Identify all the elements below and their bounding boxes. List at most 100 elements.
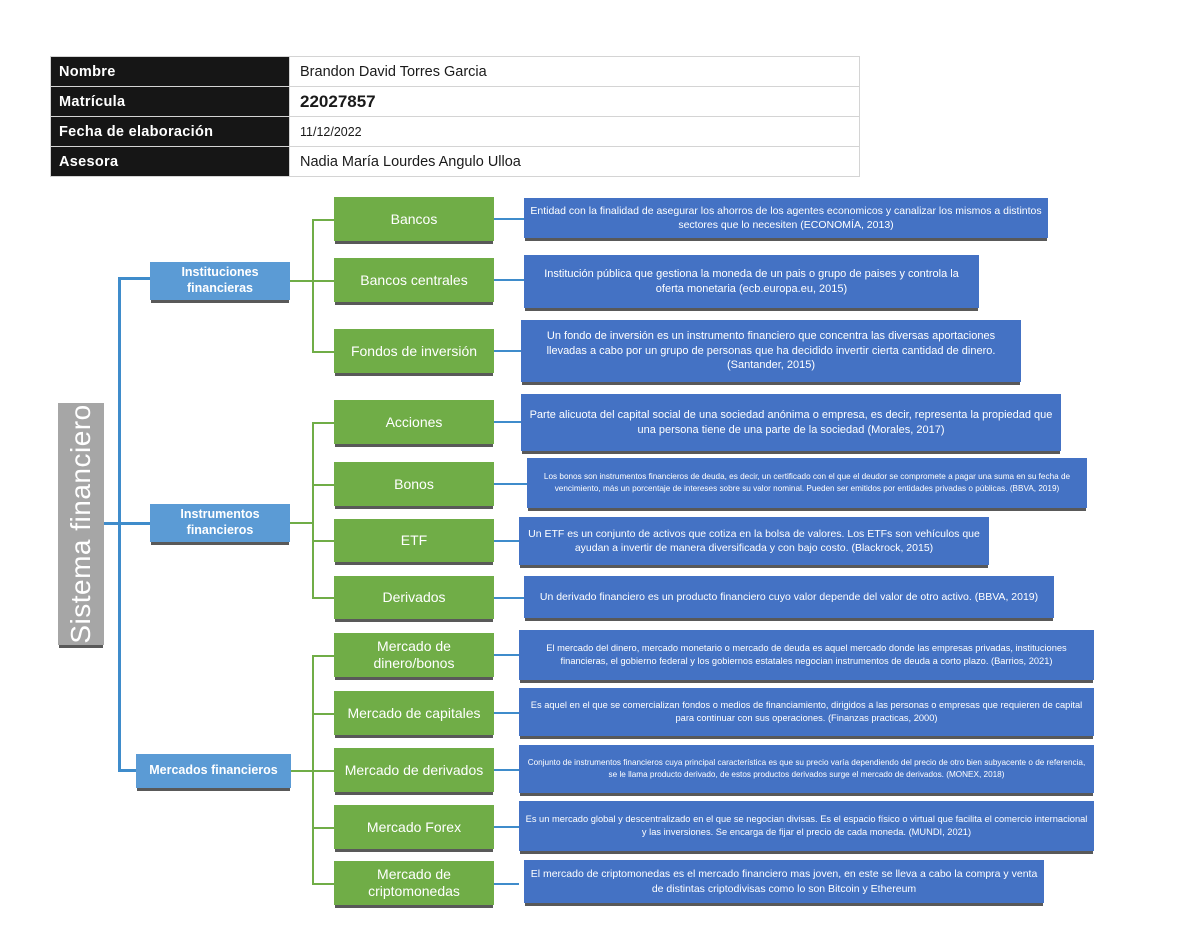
leaf-node-label: Mercado Forex	[366, 818, 462, 835]
connector-leaf-to-desc-10	[494, 769, 519, 771]
description-text: Institución pública que gestiona la mone…	[544, 267, 959, 295]
description-box-derivados[interactable]: Un derivado financiero es un producto fi…	[524, 576, 1054, 618]
connector-leaf-to-desc-2	[494, 279, 524, 281]
connector-branch1-to-leaf-1	[312, 219, 334, 221]
branch-node-mercados-financieros[interactable]: Mercados financieros	[136, 754, 291, 788]
leaf-node-bancos[interactable]: Bancos	[334, 197, 494, 241]
connector-leaf-to-desc-4	[494, 421, 521, 423]
row-value-asesora: Nadia María Lourdes Angulo Ulloa	[289, 146, 860, 177]
description-box-acciones[interactable]: Parte alicuota del capital social de una…	[521, 394, 1061, 451]
description-text: Entidad con la finalidad de asegurar los…	[530, 204, 1042, 231]
connector-leaf-to-desc-1	[494, 218, 524, 220]
connector-leaf-to-desc-9	[494, 712, 519, 714]
description-box-mercado-de-dinero-bonos[interactable]: El mercado del dinero, mercado monetario…	[519, 630, 1094, 680]
description-text: Un ETF es un conjunto de activos que cot…	[528, 527, 980, 554]
row-value-fecha: 11/12/2022	[289, 116, 860, 147]
leaf-node-bonos[interactable]: Bonos	[334, 462, 494, 506]
leaf-node-label: Bancos	[390, 210, 438, 227]
branch-node-label: Mercados financieros	[149, 763, 278, 778]
row-value-matricula: 22027857	[289, 86, 860, 117]
connector-branch3-to-leaf-4	[312, 827, 334, 829]
description-text: Los bonos son instrumentos financieros d…	[543, 472, 1071, 493]
connector-root-stub	[104, 522, 121, 525]
connector-root-to-branch-1	[118, 277, 150, 280]
leaf-node-mercado-forex[interactable]: Mercado Forex	[334, 805, 494, 849]
leaf-node-derivados[interactable]: Derivados	[334, 576, 494, 619]
leaf-node-mercado-de-dinero-bonos[interactable]: Mercado de dinero/bonos	[334, 633, 494, 677]
leaf-node-label: Fondos de inversión	[350, 342, 478, 359]
description-text: Es aquel en el que se comercializan fond…	[530, 699, 1083, 723]
description-text: Es un mercado global y descentralizado e…	[525, 813, 1088, 837]
leaf-node-bancos-centrales[interactable]: Bancos centrales	[334, 258, 494, 302]
leaf-node-etf[interactable]: ETF	[334, 519, 494, 562]
description-text: Parte alicuota del capital social de una…	[529, 408, 1053, 436]
connector-leaf-to-desc-6	[494, 540, 519, 542]
connector-branch2-to-leaf-2	[312, 484, 334, 486]
connector-branch3-to-leaf-3	[312, 770, 334, 772]
leaf-node-mercado-de-derivados[interactable]: Mercado de derivados	[334, 748, 494, 792]
leaf-node-label: Mercado de criptomonedas	[368, 866, 460, 899]
connector-branch3-to-leaf-2	[312, 713, 334, 715]
leaf-node-mercado-de-capitales[interactable]: Mercado de capitales	[334, 691, 494, 735]
connector-branch1-spine	[312, 219, 314, 353]
connector-branch2-to-leaf-4	[312, 597, 334, 599]
description-box-bancos-centrales[interactable]: Institución pública que gestiona la mone…	[524, 255, 979, 308]
branch-node-label: Instituciones financieras	[181, 265, 259, 295]
leaf-node-mercado-de-criptomonedas[interactable]: Mercado de criptomonedas	[334, 861, 494, 905]
connector-branch2-to-leaf-1	[312, 422, 334, 424]
branch-node-instrumentos-financieros[interactable]: Instrumentos financieros	[150, 504, 290, 542]
table-row: Matrícula 22027857	[50, 86, 860, 117]
student-info-table: Nombre Brandon David Torres Garcia Matrí…	[50, 56, 860, 177]
branch-node-label: Instrumentos financieros	[180, 507, 260, 537]
leaf-node-label: Derivados	[382, 589, 446, 606]
connector-branch3-spine	[312, 655, 314, 883]
description-box-fondos-de-inversion[interactable]: Un fondo de inversión es un instrumento …	[521, 320, 1021, 382]
connector-branch3-to-leaf-5	[312, 883, 334, 885]
leaf-node-label: ETF	[400, 532, 428, 549]
connector-root-to-branch-3	[118, 769, 150, 772]
leaf-node-acciones[interactable]: Acciones	[334, 400, 494, 444]
connector-branch3-stub	[291, 770, 314, 772]
description-box-mercado-forex[interactable]: Es un mercado global y descentralizado e…	[519, 801, 1094, 851]
description-box-bancos[interactable]: Entidad con la finalidad de asegurar los…	[524, 198, 1048, 238]
description-box-mercado-de-criptomonedas[interactable]: El mercado de criptomonedas es el mercad…	[524, 860, 1044, 903]
description-box-etf[interactable]: Un ETF es un conjunto de activos que cot…	[519, 517, 989, 565]
table-row: Nombre Brandon David Torres Garcia	[50, 56, 860, 87]
table-row: Asesora Nadia María Lourdes Angulo Ulloa	[50, 146, 860, 177]
connector-leaf-to-desc-3	[494, 350, 521, 352]
row-label-nombre: Nombre	[50, 56, 290, 87]
connector-leaf-to-desc-5	[494, 483, 527, 485]
connector-branch1-to-leaf-2	[312, 280, 334, 282]
description-box-mercado-de-capitales[interactable]: Es aquel en el que se comercializan fond…	[519, 688, 1094, 736]
connector-branch2-spine	[312, 422, 314, 598]
root-node-sistema-financiero[interactable]: Sistema financiero	[58, 403, 104, 645]
leaf-node-fondos-de-inversion[interactable]: Fondos de inversión	[334, 329, 494, 373]
description-text: Un derivado financiero es un producto fi…	[539, 590, 1039, 603]
connector-branch3-to-leaf-1	[312, 655, 334, 657]
connector-leaf-to-desc-11	[494, 826, 519, 828]
description-box-mercado-de-derivados[interactable]: Conjunto de instrumentos financieros cuy…	[519, 745, 1094, 793]
description-text: Un fondo de inversión es un instrumento …	[546, 329, 996, 372]
connector-branch1-stub	[290, 280, 314, 282]
leaf-node-label: Mercado de capitales	[347, 704, 481, 721]
connector-branch1-to-leaf-3	[312, 351, 334, 353]
row-label-asesora: Asesora	[50, 146, 290, 177]
description-box-bonos[interactable]: Los bonos son instrumentos financieros d…	[527, 458, 1087, 508]
description-text: El mercado del dinero, mercado monetario…	[546, 642, 1067, 666]
connector-branch2-stub	[290, 522, 314, 524]
row-label-fecha: Fecha de elaboración	[50, 116, 290, 147]
leaf-node-label: Mercado de derivados	[344, 761, 484, 778]
leaf-node-label: Bancos centrales	[360, 271, 468, 288]
root-node-label: Sistema financiero	[65, 404, 96, 644]
connector-branch2-to-leaf-3	[312, 540, 334, 542]
branch-node-instituciones-financieras[interactable]: Instituciones financieras	[150, 262, 290, 300]
table-row: Fecha de elaboración 11/12/2022	[50, 116, 860, 147]
connector-leaf-to-desc-8	[494, 654, 519, 656]
connector-leaf-to-desc-7	[494, 597, 524, 599]
leaf-node-label: Bonos	[394, 475, 434, 492]
connector-root-to-branch-2	[118, 522, 150, 525]
description-text: El mercado de criptomonedas es el mercad…	[530, 868, 1038, 895]
leaf-node-label: Acciones	[385, 413, 443, 430]
